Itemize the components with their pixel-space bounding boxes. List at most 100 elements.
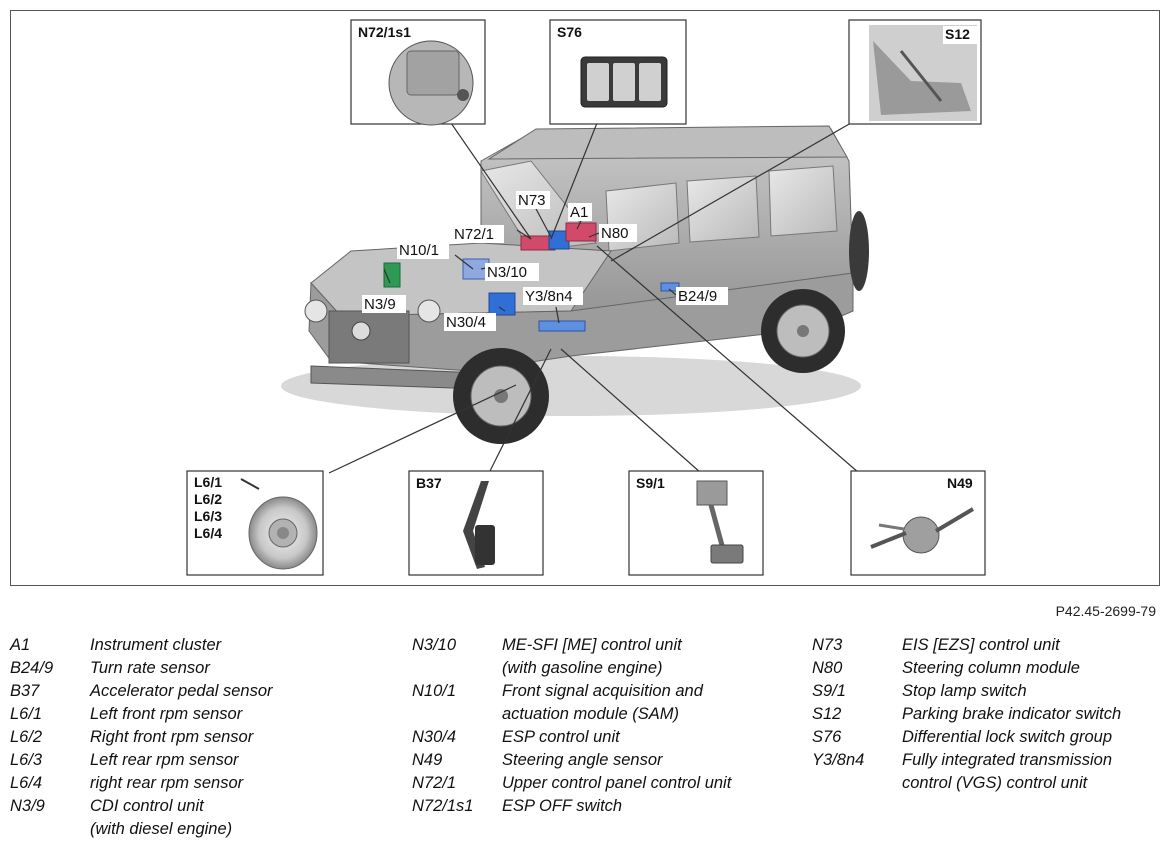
legend-code: S76 (812, 728, 842, 746)
vehicle-illustration (281, 125, 869, 444)
legend-code: A1 (10, 636, 31, 654)
legend-description-line: Left front rpm sensor (90, 705, 243, 723)
legend-description: ME-SFI [ME] control unit(with gasoline e… (502, 634, 802, 680)
legend-row: N72/1s1 ESP OFF switch (412, 795, 802, 818)
component-n3-9 (383, 262, 401, 288)
callout-a1: A1 (570, 204, 588, 221)
legend-description: ESP control unit (502, 726, 802, 749)
legend-code: L6/2 (10, 728, 43, 746)
legend-description: Right front rpm sensor (90, 726, 390, 749)
legend-description-line: Stop lamp switch (902, 682, 1027, 700)
inset-title-s9-1: S9/1 (636, 475, 665, 491)
inset-s9-1: S9/1 (628, 470, 764, 576)
component-n30-4 (488, 292, 516, 316)
legend-description: Accelerator pedal sensor (90, 680, 390, 703)
legend-description-line: Parking brake indicator switch (902, 705, 1122, 723)
legend-code: N3/10 (412, 636, 457, 654)
legend-description: Fully integrated transmission control (VG… (902, 749, 1162, 795)
legend-code: B37 (10, 682, 40, 700)
legend-description-line: actuation module (SAM) (502, 705, 679, 723)
vehicle-emblem (351, 321, 371, 341)
legend-description-line: control (VGS) control unit (902, 774, 1088, 792)
legend-description-line: Steering angle sensor (502, 751, 663, 769)
legend-description-line: Fully integrated transmission (902, 751, 1113, 769)
inset-title-l6-1: L6/1 (194, 474, 222, 490)
legend-description: Turn rate sensor (90, 657, 390, 680)
diagram-reference: P42.45-2699-79 (1055, 603, 1156, 619)
legend-code: N80 (812, 659, 843, 677)
vehicle-front-wheel (453, 348, 549, 444)
legend-row: A1 Instrument cluster (10, 634, 390, 657)
legend-description-line: ESP control unit (502, 728, 620, 746)
inset-b37: B37 (408, 470, 544, 576)
leader-lines (328, 122, 860, 474)
legend-description-line: CDI control unit (90, 797, 204, 815)
legend-code: L6/4 (10, 774, 43, 792)
inset-l6: L6/1 L6/2 L6/3 L6/4 (186, 470, 324, 576)
legend-code: L6/3 (10, 751, 43, 769)
inset-title-b37: B37 (416, 475, 442, 491)
inset-n49: N49 (850, 470, 986, 576)
legend-code: N72/1 (412, 774, 457, 792)
inset-title-s76: S76 (557, 24, 582, 40)
legend-row: N3/9 CDI control unit(with diesel engine) (10, 795, 390, 841)
legend-description-line: EIS [EZS] control unit (902, 636, 1060, 654)
callout-n10-1: N10/1 (399, 242, 439, 259)
legend-description: Front signal acquisition and actuation mo… (502, 680, 802, 726)
legend-description: EIS [EZS] control unit (902, 634, 1162, 657)
legend-description-line: Turn rate sensor (90, 659, 210, 677)
legend-description: right rear rpm sensor (90, 772, 390, 795)
callout-n80: N80 (601, 225, 629, 242)
inset-title-n72-1s1: N72/1s1 (358, 24, 411, 40)
legend-description: Left front rpm sensor (90, 703, 390, 726)
inset-title-l6-3: L6/3 (194, 508, 222, 524)
legend-description-line: Steering column module (902, 659, 1080, 677)
vehicle-rear-door-window (686, 175, 760, 243)
callout-y3-8n4: Y3/8n4 (525, 288, 573, 305)
legend-description-line: Left rear rpm sensor (90, 751, 239, 769)
legend-row: L6/2 Right front rpm sensor (10, 726, 390, 749)
legend-description: CDI control unit(with diesel engine) (90, 795, 390, 841)
inset-title-s12: S12 (945, 26, 970, 42)
legend-row: N3/10 ME-SFI [ME] control unit(with gasol… (412, 634, 802, 680)
legend-row: N10/1 Front signal acquisition and actuati… (412, 680, 802, 726)
callout-n72-1: N72/1 (454, 226, 494, 243)
legend-description: Upper control panel control unit (502, 772, 802, 795)
callout-n73: N73 (518, 192, 546, 209)
legend-description-line: Instrument cluster (90, 636, 222, 654)
callout-b24-9: B24/9 (678, 288, 717, 305)
legend-description: ESP OFF switch (502, 795, 802, 818)
legend-code: N49 (412, 751, 443, 769)
legend-row: S12 Parking brake indicator switch (812, 703, 1162, 726)
legend-row: N49 Steering angle sensor (412, 749, 802, 772)
vehicle-rear-wheel (761, 289, 845, 373)
legend-code: S12 (812, 705, 842, 723)
callout-n3-10: N3/10 (487, 264, 527, 281)
legend-description: Instrument cluster (90, 634, 390, 657)
vehicle-roof (487, 125, 848, 160)
component-a1 (565, 222, 597, 242)
legend-code: N72/1s1 (412, 797, 474, 815)
legend-description-line: Front signal acquisition and (502, 682, 703, 700)
vehicle-spare-wheel (849, 211, 869, 291)
diagram-svg: N73 A1 N72/1 N80 N10/1 N3/10 N3/9 Y3/8n4… (186, 19, 986, 576)
vehicle-headlight (417, 299, 441, 323)
legend-description-line: right rear rpm sensor (90, 774, 244, 792)
legend-description: Parking brake indicator switch (902, 703, 1162, 726)
legend-code: N3/9 (10, 797, 45, 815)
inset-n72-1s1: N72/1s1 (350, 19, 486, 126)
inset-s76: S76 (549, 19, 687, 125)
legend-description: Steering column module (902, 657, 1162, 680)
callout-labels: N73 A1 N72/1 N80 N10/1 N3/10 N3/9 Y3/8n4… (362, 191, 728, 331)
inset-title-l6-2: L6/2 (194, 491, 222, 507)
legend-description: Left rear rpm sensor (90, 749, 390, 772)
legend-code: N10/1 (412, 682, 457, 700)
legend-description-line: ME-SFI [ME] control unit (502, 636, 682, 654)
legend-description-line: Accelerator pedal sensor (90, 682, 273, 700)
